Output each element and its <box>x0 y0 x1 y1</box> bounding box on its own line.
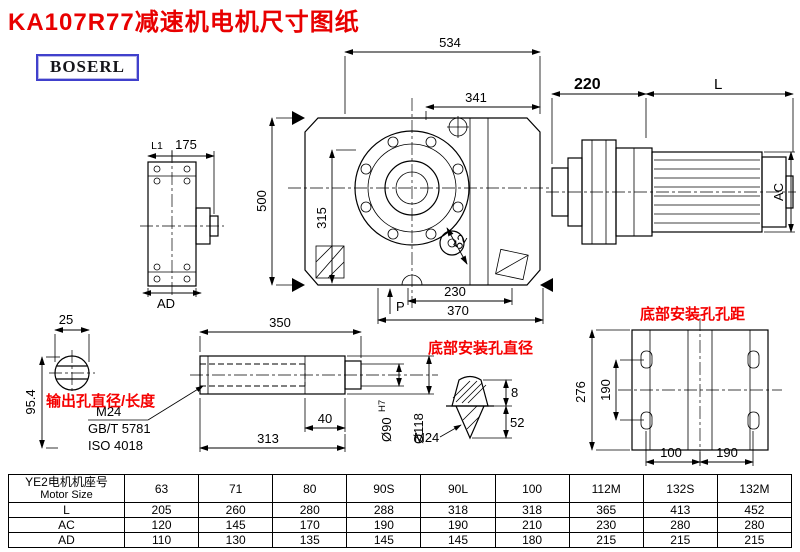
dim-40: 40 <box>318 411 332 426</box>
cell-AD-71: 130 <box>198 532 274 548</box>
dim-p: P <box>396 299 405 314</box>
dim-313: 313 <box>257 431 279 446</box>
base-view-dimensions: 276 190 100 190 <box>573 329 754 466</box>
size-col-132s: 132S <box>642 474 718 503</box>
table-header-row: YE2电机机座号 Motor Size 63 71 80 90S 90L 100… <box>8 474 793 503</box>
table-row-AC: AC 120 145 170 190 190 210 230 280 280 <box>8 517 793 533</box>
page-title: KA107R77减速机电机尺寸图纸 <box>8 9 360 36</box>
table-row-AD: AD 110 130 135 145 145 180 215 215 215 <box>8 532 793 548</box>
size-col-80: 80 <box>272 474 348 503</box>
motor-side-view <box>546 139 796 245</box>
output-shaft-view <box>190 355 438 395</box>
dim-190-vertical: 190 <box>598 379 613 401</box>
dim-95-4: 95.4 <box>23 389 38 414</box>
dim-315: 315 <box>314 207 329 229</box>
cell-L-90s: 288 <box>346 502 422 518</box>
row-label-AC: AC <box>8 517 125 533</box>
size-col-112m: 112M <box>568 474 644 503</box>
cell-L-132s: 413 <box>642 502 718 518</box>
cell-AC-132s: 280 <box>642 517 718 533</box>
dim-350: 350 <box>269 315 291 330</box>
dim-500: 500 <box>254 190 269 212</box>
table-row-L: L 205 260 280 288 318 318 365 413 452 <box>8 502 793 518</box>
table-header-en: Motor Size <box>40 489 93 501</box>
cell-AD-100: 180 <box>494 532 570 548</box>
dim-AD: AD <box>157 296 175 311</box>
shaft-end-dimensions: 25 95.4 <box>23 312 90 449</box>
cell-AD-132s: 215 <box>642 532 718 548</box>
dim-220: 220 <box>574 76 601 93</box>
dim-175: 175 <box>175 137 197 152</box>
dim-52-bolt: 52 <box>510 415 524 430</box>
motor-dimensions: 220 L AC <box>551 76 795 233</box>
cell-AD-112m: 215 <box>568 532 644 548</box>
dim-L1: L1 <box>151 140 163 152</box>
table-header-motor-size: YE2电机机座号 Motor Size <box>8 474 125 503</box>
annotation-bottom-hole-diameter: 底部安装孔直径 <box>428 340 534 357</box>
gearbox-front-view <box>288 98 553 308</box>
cell-L-71: 260 <box>198 502 274 518</box>
dim-bore-diameter: Ø90 <box>379 417 394 442</box>
dim-370: 370 <box>447 303 469 318</box>
cell-AC-112m: 230 <box>568 517 644 533</box>
brand-logo: BOSERL <box>36 54 139 81</box>
gearbox-left-view <box>140 150 224 298</box>
standard-iso: ISO 4018 <box>88 438 143 453</box>
dim-AC: AC <box>771 183 786 201</box>
cell-L-100: 318 <box>494 502 570 518</box>
size-col-63: 63 <box>123 474 200 503</box>
annotation-output-hole: 输出孔直径/长度 <box>46 393 156 410</box>
cell-AD-90s: 145 <box>346 532 422 548</box>
size-col-90s: 90S <box>346 474 422 503</box>
cell-AC-90l: 190 <box>420 517 496 533</box>
dim-190-horizontal: 190 <box>716 445 738 460</box>
cell-L-63: 205 <box>123 502 200 518</box>
cell-AD-80: 135 <box>272 532 348 548</box>
dim-bore-tolerance: H7 <box>377 400 388 412</box>
cell-AD-132m: 215 <box>716 532 793 548</box>
output-shaft-dimensions: 350 40 313 M24 GB/T 5781 ISO 4018 Ø90 H7… <box>88 315 434 453</box>
cell-AD-90l: 145 <box>420 532 496 548</box>
cell-AC-132m: 280 <box>716 517 793 533</box>
dim-230: 230 <box>444 284 466 299</box>
cell-AC-63: 120 <box>123 517 200 533</box>
dim-276: 276 <box>573 381 588 403</box>
table-header-cn: YE2电机机座号 <box>25 475 108 489</box>
dim-341: 341 <box>465 90 487 105</box>
cell-L-90l: 318 <box>420 502 496 518</box>
dim-100: 100 <box>660 445 682 460</box>
left-view-dimensions: L1 175 AD <box>142 137 215 311</box>
thread-callout: M24 <box>96 404 121 419</box>
dim-L: L <box>714 76 722 93</box>
size-col-100: 100 <box>494 474 570 503</box>
cell-AC-90s: 190 <box>346 517 422 533</box>
dim-8: 8 <box>511 385 518 400</box>
row-label-L: L <box>8 502 125 518</box>
row-label-AD: AD <box>8 532 125 548</box>
cell-AC-100: 210 <box>494 517 570 533</box>
size-col-132m: 132M <box>716 474 793 503</box>
dim-534: 534 <box>439 35 461 50</box>
cell-AC-80: 170 <box>272 517 348 533</box>
dim-52: 52 <box>450 232 470 252</box>
size-col-90l: 90L <box>420 474 496 503</box>
standard-gb: GB/T 5781 <box>88 421 151 436</box>
cell-L-112m: 365 <box>568 502 644 518</box>
motor-size-table: YE2电机机座号 Motor Size 63 71 80 90S 90L 100… <box>8 474 793 548</box>
size-col-71: 71 <box>198 474 274 503</box>
cell-AD-63: 110 <box>123 532 200 548</box>
cell-L-80: 280 <box>272 502 348 518</box>
dim-25: 25 <box>59 312 73 327</box>
shaft-end-view <box>49 350 95 396</box>
dim-hub-diameter: Ø118 <box>411 413 426 444</box>
base-mounting-view <box>618 318 782 464</box>
mounting-bolt-detail: M24 8 52 <box>414 375 524 445</box>
front-view-dimensions: 534 341 500 315 52 230 370 P <box>254 35 544 324</box>
bolt-thread-label: M24 <box>414 430 439 445</box>
cell-AC-71: 145 <box>198 517 274 533</box>
annotation-bottom-hole-pitch: 底部安装孔孔距 <box>640 306 746 323</box>
cell-L-132m: 452 <box>716 502 793 518</box>
